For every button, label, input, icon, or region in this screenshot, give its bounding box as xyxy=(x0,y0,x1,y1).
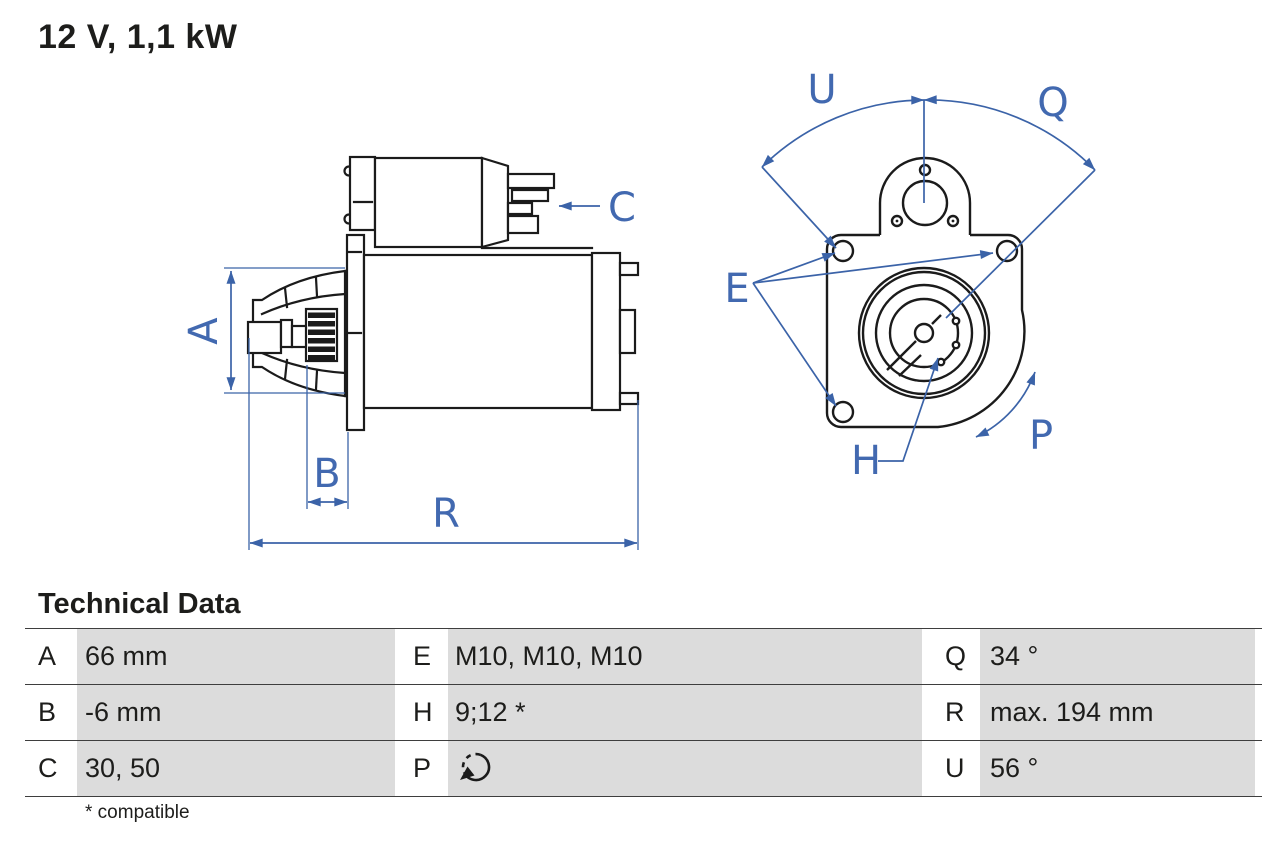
rotation-ccw-icon xyxy=(460,752,491,781)
technical-drawing: A B R C xyxy=(181,67,1096,550)
param-value: 30, 50 xyxy=(77,741,395,796)
bolt-hole xyxy=(831,239,855,263)
param-value: M10, M10, M10 xyxy=(448,629,922,684)
terminal-stud xyxy=(506,172,556,190)
dim-label-a: A xyxy=(181,317,227,345)
motor-housing xyxy=(362,253,594,410)
dim-label-c: C xyxy=(608,185,636,231)
dim-label-u: U xyxy=(807,67,836,113)
param-key: B xyxy=(25,685,77,740)
dim-label-q: Q xyxy=(1037,80,1068,126)
param-key: C xyxy=(25,741,77,796)
param-key: U xyxy=(922,741,980,796)
technical-data-table: A 66 mm E M10, M10, M10 Q 34 ° B -6 mm H… xyxy=(25,628,1262,797)
bracket-bore xyxy=(901,179,949,227)
table-row: C 30, 50 P U 56 ° xyxy=(25,740,1262,796)
param-value xyxy=(448,741,922,796)
param-key: A xyxy=(25,629,77,684)
row-end-spacer xyxy=(1255,629,1262,684)
row-end-spacer xyxy=(1255,685,1262,740)
table-row: B -6 mm H 9;12 * R max. 194 mm xyxy=(25,684,1262,740)
table-row: A 66 mm E M10, M10, M10 Q 34 ° xyxy=(25,628,1262,684)
dim-label-b: B xyxy=(313,451,340,497)
row-end-spacer xyxy=(1255,741,1262,796)
front-view-drawing xyxy=(825,156,1026,429)
section-heading: Technical Data xyxy=(38,588,241,620)
terminal-stud xyxy=(506,201,534,216)
param-key: E xyxy=(395,629,448,684)
shaft-bore xyxy=(913,322,935,344)
e-callout xyxy=(752,250,994,407)
bolt-hole xyxy=(995,239,1019,263)
dim-label-r: R xyxy=(432,491,460,537)
footnote: * compatible xyxy=(85,802,190,823)
param-key: Q xyxy=(922,629,980,684)
solenoid-end-cap xyxy=(348,155,377,232)
dim-label-p: P xyxy=(1029,413,1053,459)
param-key: H xyxy=(395,685,448,740)
side-view-dimensions xyxy=(224,201,639,550)
dim-label-e: E xyxy=(724,266,749,312)
rotation-arrow-p xyxy=(975,371,1036,438)
param-key: R xyxy=(922,685,980,740)
h-callout xyxy=(878,357,939,462)
front-view-annotations xyxy=(752,95,1096,462)
page-title: 12 V, 1,1 kW xyxy=(38,18,238,56)
angle-arc-q xyxy=(923,95,1096,171)
bolt-hole xyxy=(831,400,855,424)
param-value: 34 ° xyxy=(980,629,1255,684)
solenoid-body xyxy=(373,156,484,249)
param-key: P xyxy=(395,741,448,796)
dimension-a xyxy=(224,267,345,394)
terminal-stud xyxy=(506,214,540,235)
shaft-end xyxy=(246,320,283,355)
param-value: 56 ° xyxy=(980,741,1255,796)
terminal-stud xyxy=(510,188,550,203)
param-value: 9;12 * xyxy=(448,685,922,740)
dim-label-h: H xyxy=(851,438,881,484)
param-value: 66 mm xyxy=(77,629,395,684)
end-cap xyxy=(590,251,622,412)
side-view-drawing xyxy=(246,155,640,432)
angle-arc-u xyxy=(761,95,925,168)
param-value: -6 mm xyxy=(77,685,395,740)
param-value: max. 194 mm xyxy=(980,685,1255,740)
dimension-b xyxy=(306,365,349,509)
dimension-r xyxy=(248,338,639,550)
